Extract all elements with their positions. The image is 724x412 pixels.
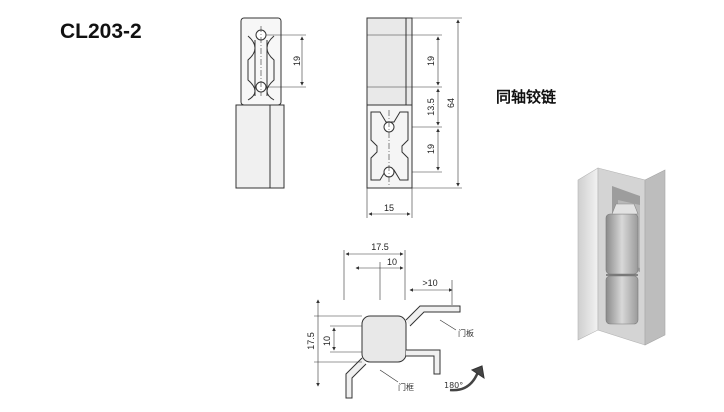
top-overall-width-label: 17.5 [371,242,389,252]
side-width-label: 15 [384,203,394,213]
front-view [235,17,306,189]
model-number: CL203-2 [60,20,142,43]
top-height-outer-label: 17.5 [306,332,316,350]
top-offset-label: >10 [422,278,437,288]
side-mid-gap-label: 13.5 [426,98,436,116]
side-upper-pitch-label: 19 [426,56,436,66]
door-frame-label: 门框 [398,382,414,392]
product-name: 同轴铰链 [496,88,557,106]
side-total-height-label: 64 [446,98,456,108]
side-lower-pitch-label: 19 [426,144,436,154]
top-height-inner-label: 10 [322,336,332,346]
section-view [314,250,485,399]
door-panel-label: 门板 [458,328,474,338]
front-hole-pitch-label: 19 [292,56,302,66]
hinge-3d-render [577,167,666,346]
top-inner-width-label: 10 [387,257,397,267]
rotation-label: 180° [444,381,463,390]
side-view [366,17,462,218]
